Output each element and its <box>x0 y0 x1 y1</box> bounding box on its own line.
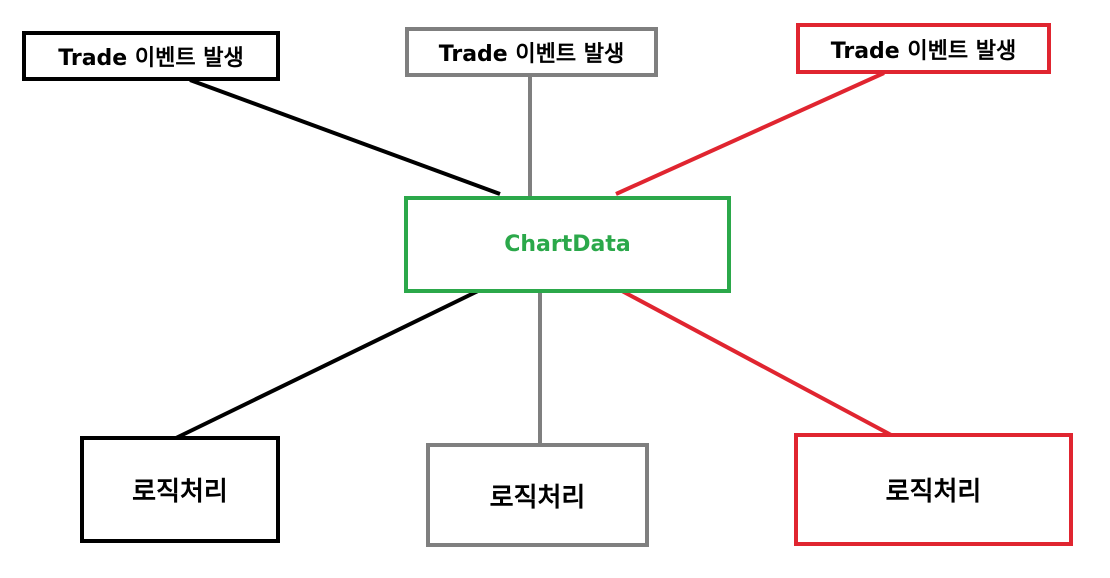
event-label-2: Trade 이벤트 발생 <box>438 42 625 67</box>
chartdata-label: ChartData <box>504 232 631 257</box>
event-box-1: Trade 이벤트 발생 <box>22 31 280 81</box>
logic-box-3: 로직처리 <box>794 433 1073 546</box>
chartdata-box: ChartData <box>404 196 731 293</box>
connector-logic-1 <box>175 289 479 440</box>
logic-box-1: 로직처리 <box>80 436 280 543</box>
connector-event-1 <box>189 78 501 196</box>
event-box-3: Trade 이벤트 발생 <box>796 23 1051 74</box>
event-label-3: Trade 이벤트 발생 <box>830 38 1017 64</box>
logic-label-3: 로직처리 <box>885 477 982 507</box>
logic-label-1: 로직처리 <box>132 477 228 507</box>
logic-label-2: 로직처리 <box>489 482 586 513</box>
event-box-2: Trade 이벤트 발생 <box>405 27 658 77</box>
event-label-1: Trade 이벤트 발생 <box>58 46 244 71</box>
connector-event-3 <box>615 71 885 196</box>
connector-logic-3 <box>621 289 894 438</box>
logic-box-2: 로직처리 <box>426 443 649 547</box>
